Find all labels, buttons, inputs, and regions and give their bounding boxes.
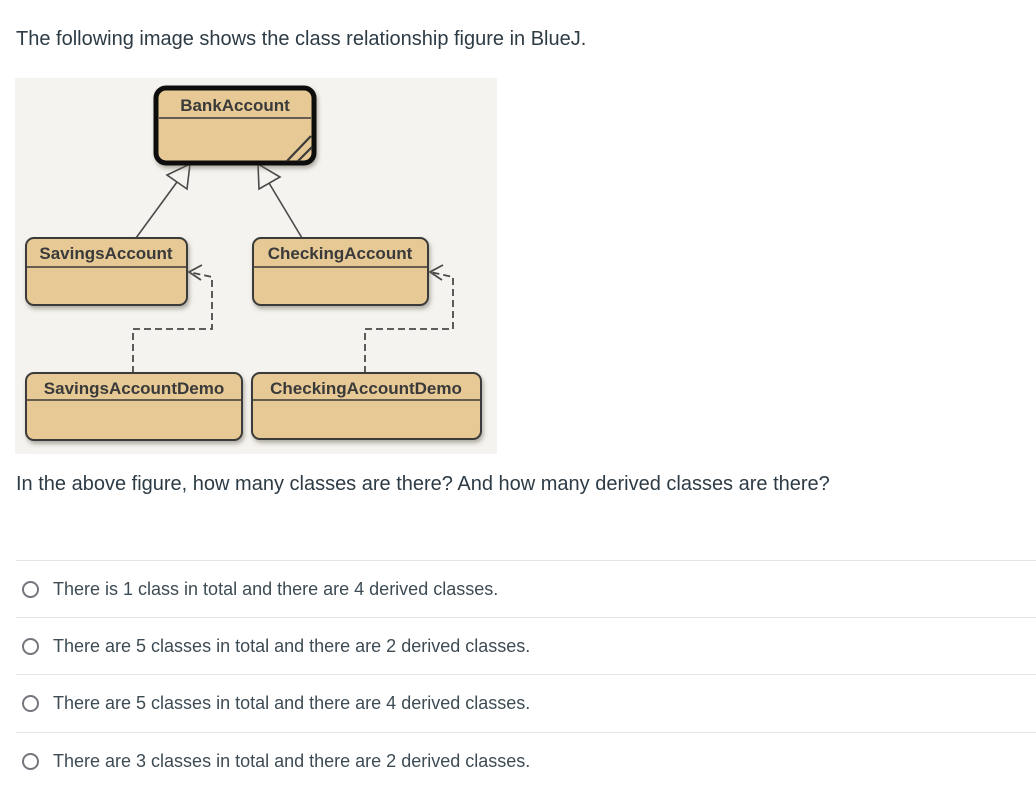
inheritance-arrowhead <box>257 162 282 191</box>
answer-option-label[interactable]: There are 3 classes in total and there a… <box>53 751 531 771</box>
answer-option-3: There are 5 classes in total and there a… <box>16 674 1036 731</box>
class-diagram-svg: BankAccount SavingsAccount CheckingAccou… <box>15 78 497 454</box>
inheritance-line <box>135 181 178 239</box>
class-label: SavingsAccount <box>39 244 173 263</box>
question-intro: The following image shows the class rela… <box>16 28 587 50</box>
radio-button[interactable] <box>22 637 39 655</box>
radio-button[interactable] <box>22 580 39 598</box>
answer-option-label[interactable]: There are 5 classes in total and there a… <box>53 693 531 713</box>
question-prompt: In the above figure, how many classes ar… <box>16 473 830 495</box>
class-box-savingsaccountdemo: SavingsAccountDemo <box>25 372 243 441</box>
answer-option-label[interactable]: There are 5 classes in total and there a… <box>53 636 531 656</box>
answer-option-2: There are 5 classes in total and there a… <box>16 617 1036 674</box>
corner-stripe <box>286 135 312 162</box>
class-label: BankAccount <box>180 96 290 115</box>
class-box-checkingaccountdemo: CheckingAccountDemo <box>251 372 482 440</box>
class-box-bankaccount: BankAccount <box>153 85 317 166</box>
class-box-checkingaccount: CheckingAccount <box>252 237 429 306</box>
inheritance-line <box>268 182 303 239</box>
uses-arrow <box>132 271 213 373</box>
class-label: SavingsAccountDemo <box>44 379 224 398</box>
class-label: CheckingAccountDemo <box>270 379 462 398</box>
uses-arrowhead <box>428 264 444 281</box>
class-label: CheckingAccount <box>268 244 413 263</box>
corner-stripe <box>297 146 313 162</box>
class-box-savingsaccount: SavingsAccount <box>25 237 188 306</box>
uses-arrow <box>364 271 454 373</box>
answer-option-label[interactable]: There is 1 class in total and there are … <box>53 579 499 599</box>
uses-arrowhead <box>187 264 203 281</box>
inheritance-arrowhead <box>165 162 191 191</box>
bluej-class-diagram: BankAccount SavingsAccount CheckingAccou… <box>15 78 497 454</box>
radio-button[interactable] <box>22 694 39 712</box>
answer-option-1: There is 1 class in total and there are … <box>16 560 1036 617</box>
answer-option-4: There are 3 classes in total and there a… <box>16 732 1036 789</box>
radio-button[interactable] <box>22 752 39 770</box>
